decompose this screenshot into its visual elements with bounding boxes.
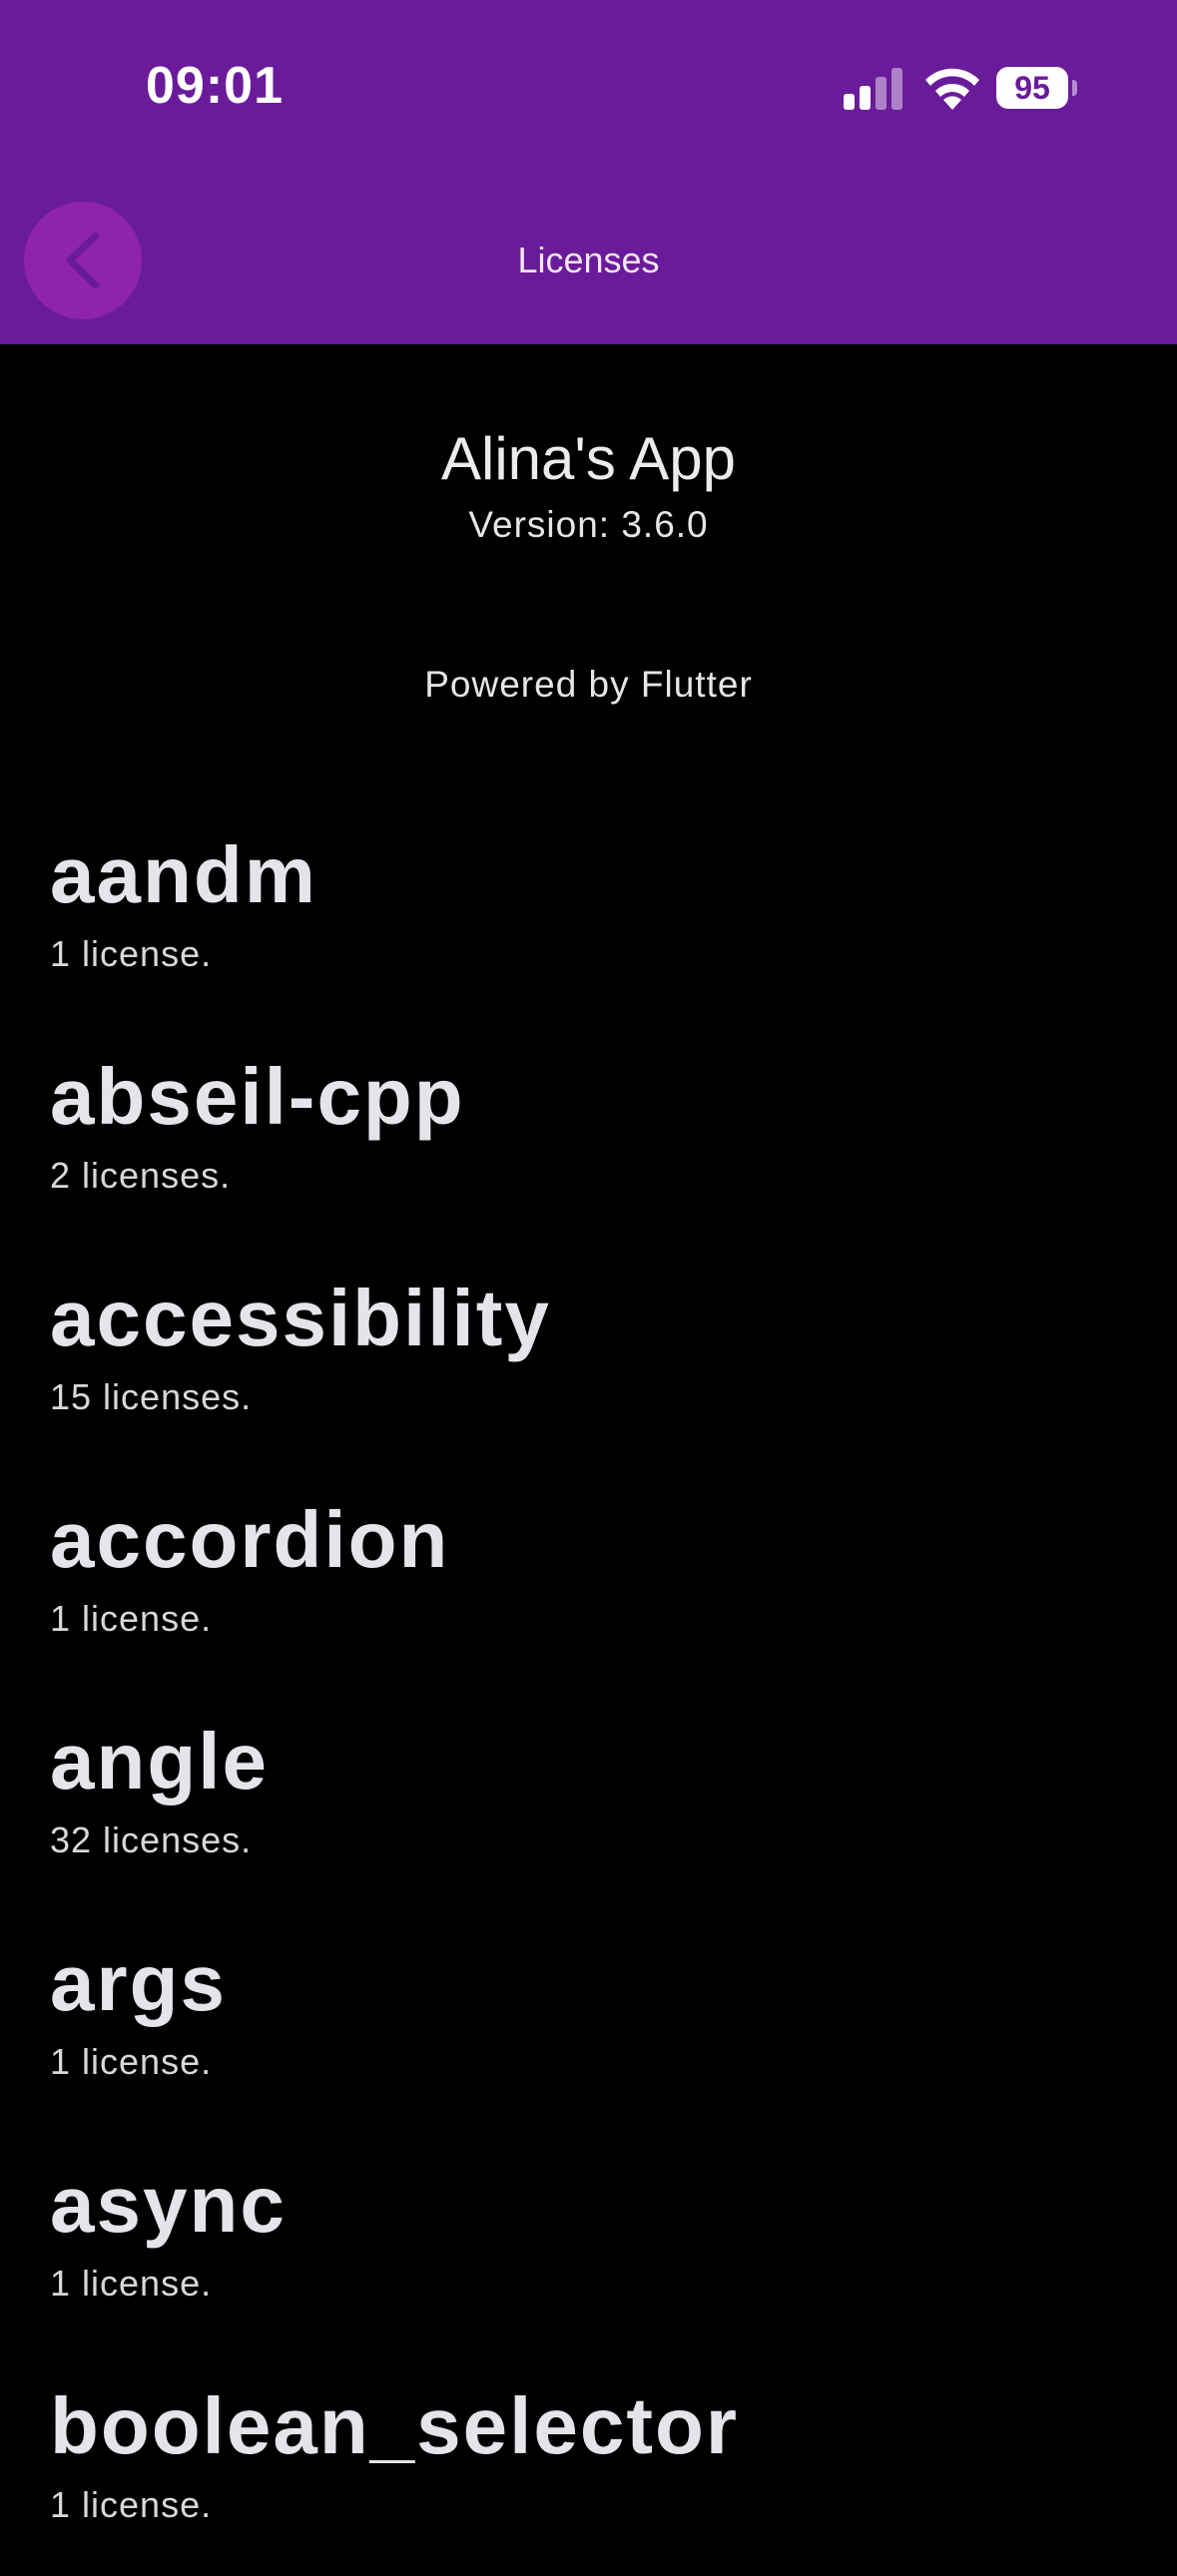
license-package-item[interactable]: args 1 license. — [0, 1911, 1177, 2133]
license-count: 1 license. — [50, 2484, 213, 2525]
package-name: accessibility — [50, 1274, 551, 1362]
license-package-item[interactable]: aandm 1 license. — [0, 803, 1177, 1025]
cellular-signal-icon — [844, 68, 902, 110]
license-package-item[interactable]: boolean_selector 1 license. — [0, 2354, 1177, 2576]
license-count: 15 licenses. — [50, 1376, 253, 1417]
app-version: Version: 3.6.0 — [468, 504, 709, 545]
package-name: args — [50, 1938, 227, 2027]
package-name: accordion — [50, 1495, 450, 1584]
license-count: 2 licenses. — [50, 1155, 232, 1196]
powered-by-label: Powered by Flutter — [424, 664, 753, 705]
package-name: boolean_selector — [50, 2381, 740, 2470]
license-count: 1 license. — [50, 1598, 213, 1639]
license-count: 1 license. — [50, 2041, 213, 2082]
license-package-item[interactable]: angle 32 licenses. — [0, 1690, 1177, 1911]
chevron-left-icon — [66, 232, 100, 289]
battery-icon: 95 — [996, 67, 1078, 109]
license-package-list: aandm 1 license. abseil-cpp 2 licenses. … — [0, 803, 1177, 2576]
license-count: 32 licenses. — [50, 1819, 253, 1860]
battery-tip — [1072, 80, 1077, 96]
license-package-item[interactable]: accordion 1 license. — [0, 1468, 1177, 1690]
license-count: 1 license. — [50, 2263, 213, 2304]
app-header: 09:01 95 Licenses — [0, 0, 1177, 344]
wifi-icon — [925, 68, 979, 110]
license-package-item[interactable]: async 1 license. — [0, 2133, 1177, 2354]
status-time: 09:01 — [146, 57, 284, 115]
battery-level: 95 — [996, 67, 1068, 109]
package-name: abseil-cpp — [50, 1052, 465, 1141]
package-name: aandm — [50, 830, 317, 919]
license-count: 1 license. — [50, 933, 213, 974]
package-name: async — [50, 2160, 287, 2249]
package-name: angle — [50, 1717, 269, 1805]
back-button[interactable] — [24, 202, 142, 319]
page-title: Licenses — [517, 240, 660, 280]
license-package-item[interactable]: accessibility 15 licenses. — [0, 1247, 1177, 1468]
app-name: Alina's App — [441, 425, 736, 492]
license-package-item[interactable]: abseil-cpp 2 licenses. — [0, 1025, 1177, 1247]
